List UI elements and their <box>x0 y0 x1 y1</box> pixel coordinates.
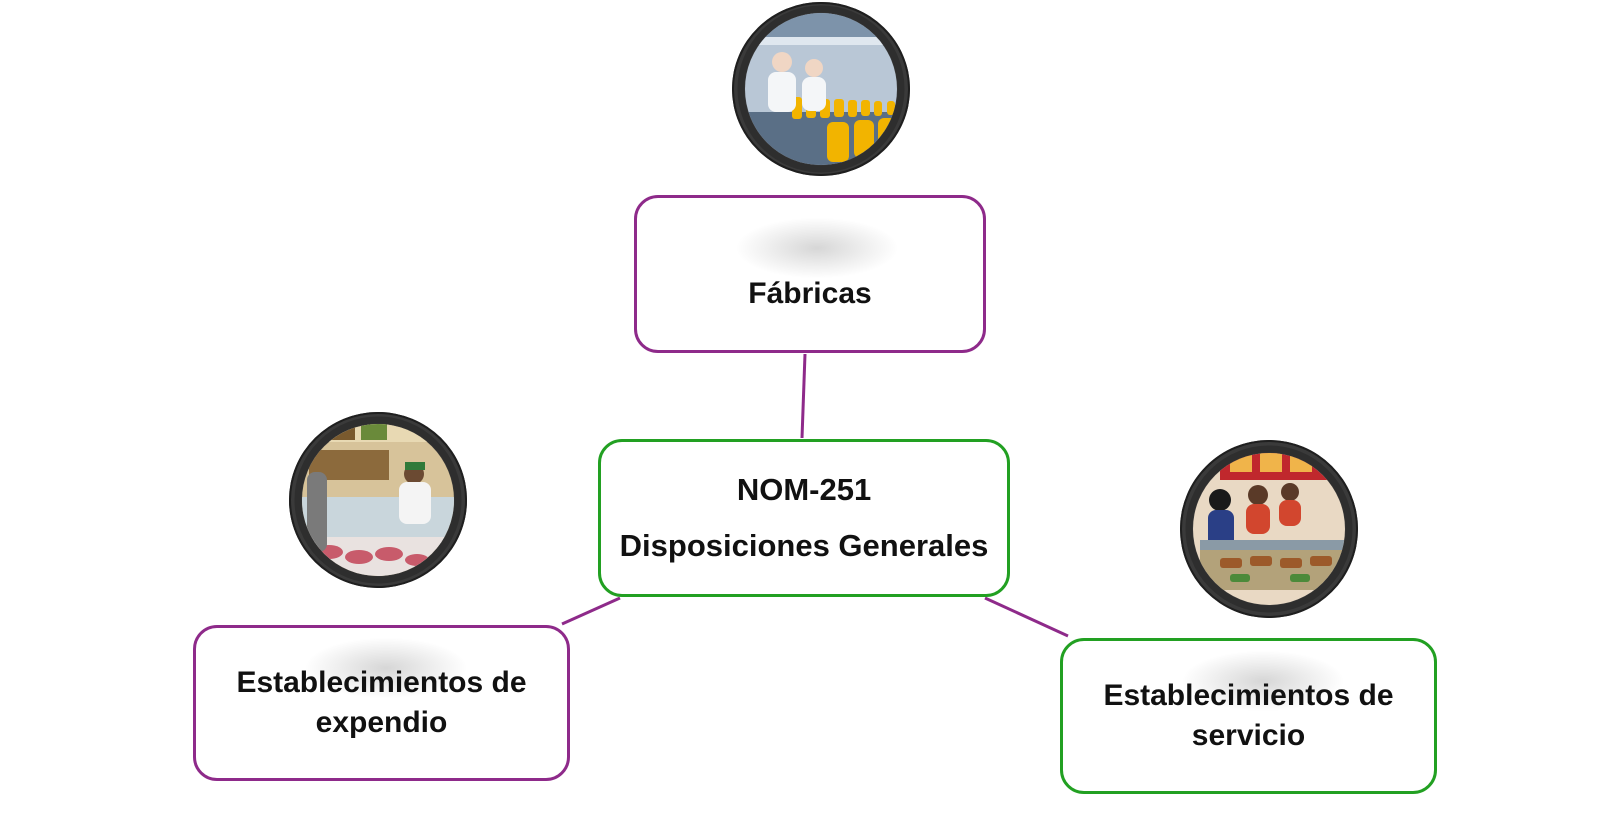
connector-center-expendio <box>561 596 621 626</box>
node-fabricas: Fábricas <box>634 195 986 353</box>
node-shadow-glow <box>737 218 897 278</box>
connector-center-fabricas <box>800 353 807 439</box>
node-servicio-line2: servicio <box>1191 719 1306 752</box>
node-center: NOM-251 Disposiciones Generales <box>598 439 1010 597</box>
connector-center-servicio <box>984 596 1069 638</box>
node-center-subtitle: Disposiciones Generales <box>619 528 989 563</box>
node-fabricas-label: Fábricas <box>748 277 872 310</box>
factory-workers-photo <box>732 2 910 176</box>
node-servicio: Establecimientos de servicio <box>1060 638 1437 794</box>
node-expendio: Establecimientos de expendio <box>193 625 570 781</box>
meat-counter-photo <box>289 412 467 588</box>
buffet-service-photo <box>1180 440 1358 618</box>
node-expendio-line1: Establecimientos de <box>236 666 527 699</box>
node-servicio-line1: Establecimientos de <box>1103 679 1394 712</box>
node-expendio-line2: expendio <box>315 706 448 739</box>
node-center-title: NOM-251 <box>736 472 872 507</box>
